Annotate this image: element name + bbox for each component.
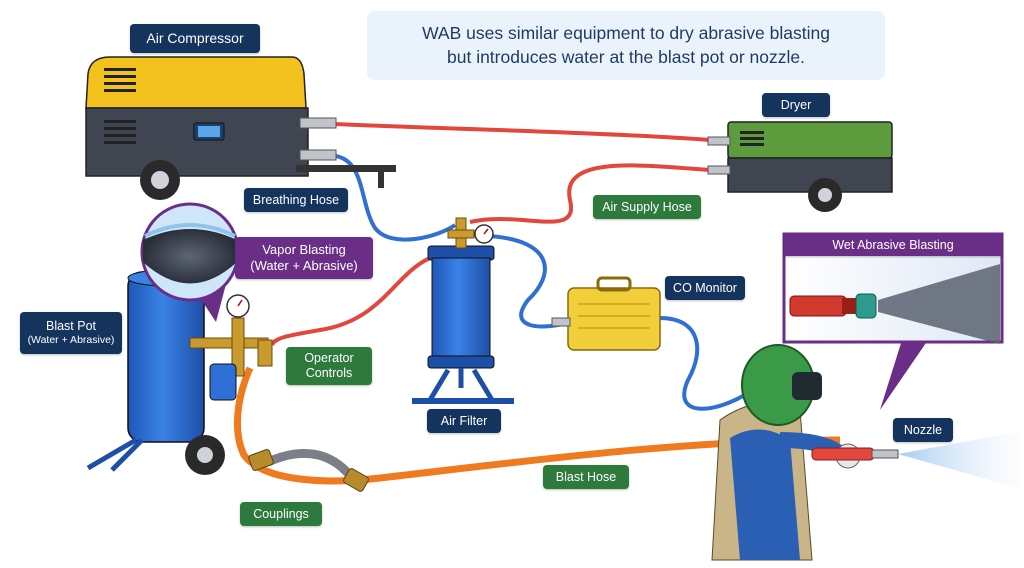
blast-pot-label: Blast Pot (Water + Abrasive): [20, 312, 122, 354]
air-supply-hose: [469, 163, 711, 224]
operator-controls-line-1: Operator: [304, 351, 354, 365]
breathing-hose-co-helmet: [659, 316, 762, 411]
nozzle-label: Nozzle: [893, 418, 953, 442]
blast-pot-illustration: [86, 269, 273, 475]
wet-abrasive-blasting-label: Wet Abrasive Blasting: [784, 234, 1002, 256]
air-filter-label: Air Filter: [427, 409, 501, 433]
vapor-blasting-label: Vapor Blasting (Water + Abrasive): [235, 237, 373, 279]
blast-hose: [233, 366, 841, 485]
air-filter-illustration: [412, 217, 514, 404]
air-compressor-label: Air Compressor: [130, 24, 260, 53]
breathing-hose-label: Breathing Hose: [244, 188, 348, 212]
headline-box: WAB uses similar equipment to dry abrasi…: [367, 11, 885, 80]
operator-controls-line-2: Controls: [305, 366, 353, 380]
operator-controls-label: Operator Controls: [286, 347, 372, 385]
dryer-illustration: [707, 121, 893, 212]
headline-line-1: WAB uses similar equipment to dry abrasi…: [422, 22, 830, 43]
vapor-blasting-sub: (Water + Abrasive): [250, 258, 358, 273]
couplings-illustration: [248, 449, 369, 492]
breathing-hose-filter-co: [487, 234, 571, 329]
air-supply-hose-label: Air Supply Hose: [593, 195, 701, 219]
dryer-label: Dryer: [762, 93, 830, 117]
blast-hose-label: Blast Hose: [543, 465, 629, 489]
blast-pot-title: Blast Pot: [45, 319, 97, 334]
blast-pot-sub: (Water + Abrasive): [27, 334, 115, 347]
co-monitor-label: CO Monitor: [665, 276, 745, 300]
co-monitor-illustration: [551, 276, 661, 351]
vapor-blasting-title: Vapor Blasting: [262, 242, 346, 258]
headline-line-2: but introduces water at the blast pot or…: [447, 46, 805, 67]
air-compressor-illustration: [85, 56, 396, 200]
air-hose-compressor-dryer: [334, 122, 711, 142]
abrasive-magnifier-illustration: [140, 202, 240, 322]
operator-illustration: [711, 344, 1018, 561]
couplings-label: Couplings: [240, 502, 322, 526]
air-hose-filter-controls: [270, 254, 436, 347]
